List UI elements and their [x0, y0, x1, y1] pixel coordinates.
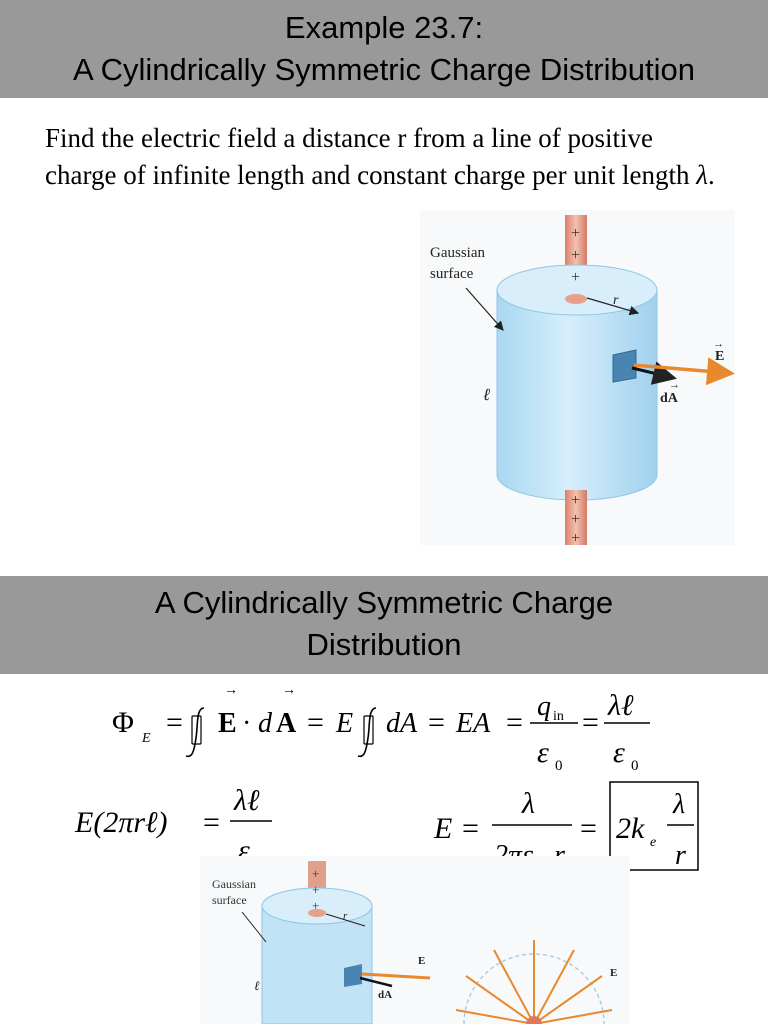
label-surface: surface [430, 266, 474, 282]
plus-sign: + [312, 898, 319, 913]
plus-sign: + [571, 492, 580, 509]
flux-equation: Φ E = E → · d A → = E dA = EA = [112, 683, 650, 774]
denominator-r: r [675, 840, 686, 871]
plus-sign: + [571, 247, 580, 264]
gaussian-cylinder-figure-small: + + + r Gaussian surface ℓ E dA [200, 856, 630, 1024]
gaussian-cylinder-figure: + + + + + + r Gaussian surface ℓ E → dA … [420, 210, 735, 545]
equals: = [580, 812, 597, 845]
dA-term: dA [386, 708, 418, 739]
gauss-law-equation: E(2πrℓ) = λℓ ε 0 [74, 784, 272, 872]
problem-end: . [708, 160, 715, 190]
denominator-r: r [554, 840, 565, 871]
charge-rod-bottom [565, 490, 587, 545]
equals: = [462, 812, 479, 845]
problem-text: Find the electric field a distance r fro… [45, 123, 690, 190]
label-E: E [715, 349, 724, 364]
label-dA: dA [378, 989, 392, 1001]
rod-cross-section [565, 294, 587, 304]
E-italic: E [335, 708, 353, 739]
rod-cross-section [308, 909, 326, 917]
slide-title-bar: A Cylindrically Symmetric Charge Distrib… [0, 576, 768, 674]
gaussian-cylinder-top [496, 264, 658, 316]
slide-title-line-2: Distribution [306, 627, 462, 662]
epsilon: ε [613, 736, 625, 769]
label-length: ℓ [254, 978, 260, 993]
lambda-l: λℓ [233, 784, 260, 817]
epsilon-subscript: 0 [631, 758, 639, 774]
gaussian-cylinder-body [496, 289, 658, 501]
q-subscript: in [553, 709, 564, 724]
slide-title-line-1: A Cylindrically Symmetric Charge [154, 585, 614, 620]
label-gaussian: Gaussian [430, 245, 485, 261]
radial-field-diagram [455, 940, 613, 1024]
label-length: ℓ [483, 385, 490, 404]
label-gaussian: Gaussian [212, 877, 256, 891]
label-dA: dA [660, 391, 679, 406]
lambda-l: λℓ [607, 689, 634, 722]
equations: Φ E = E → · d A → = E dA = EA = [74, 683, 699, 1024]
epsilon-subscript: 0 [555, 758, 563, 774]
d-symbol: d [258, 708, 273, 739]
E-italic: E [433, 812, 452, 845]
equals: = [506, 706, 523, 739]
lambda: λ [521, 787, 535, 820]
plus-sign: + [312, 882, 319, 897]
vector-arrow: → [282, 683, 296, 698]
radius-arrow [586, 297, 640, 316]
plus-sign: + [571, 511, 580, 528]
gaussian-pointer [241, 911, 267, 943]
result-box [609, 781, 699, 871]
closed-integral-symbol [357, 707, 377, 758]
phi-symbol: Φ [112, 706, 134, 739]
label-surface: surface [212, 893, 247, 907]
dA-vector [359, 976, 393, 988]
EA-term: EA [455, 708, 491, 739]
slide-title-line-1: Example 23.7: [284, 10, 484, 45]
A-vector-bold: A [276, 708, 297, 739]
label-r: r [613, 293, 619, 308]
label-E: E [418, 955, 425, 967]
area-element-patch [612, 349, 637, 383]
slide-separator [0, 562, 768, 576]
slide-title-line-2: A Cylindrically Symmetric Charge Distrib… [73, 52, 695, 87]
epsilon: ε [537, 736, 549, 769]
gaussian-cylinder-top [261, 887, 373, 925]
gaussian-pointer [465, 287, 504, 331]
equals: = [582, 706, 599, 739]
dA-vector-arrow: → [669, 379, 680, 391]
label-E: E [610, 967, 617, 979]
q-charge: q [537, 691, 551, 722]
lambda: λ [672, 789, 685, 820]
label-r: r [343, 910, 348, 922]
E-vector-bold: E [218, 708, 237, 739]
equals: = [166, 706, 183, 739]
dot-operator: · [242, 708, 251, 739]
dA-vector [631, 361, 677, 385]
slide-title-bar: Example 23.7: A Cylindrically Symmetric … [0, 0, 768, 98]
vector-arrow: → [224, 683, 238, 698]
equals: = [307, 706, 324, 739]
lhs-E-2pirl: E(2πrℓ) [74, 806, 168, 839]
radius-arrow [325, 913, 366, 927]
k-subscript: e [650, 835, 656, 850]
equals: = [428, 706, 445, 739]
area-element-patch [344, 964, 362, 987]
problem-statement: Find the electric field a distance r fro… [45, 120, 725, 194]
phi-subscript: E [141, 731, 151, 746]
plus-sign: + [571, 269, 580, 286]
line-charge-end [526, 1016, 542, 1024]
E-field-vector [361, 972, 431, 980]
slide-cylindrical-derivation: A Cylindrically Symmetric Charge Distrib… [0, 576, 768, 1024]
closed-integral-symbol [185, 707, 205, 758]
lambda-symbol: λ [696, 160, 708, 190]
plus-sign: + [312, 866, 319, 881]
plus-sign: + [571, 530, 580, 545]
E-vector-arrow: → [713, 338, 724, 350]
E-field-vector [633, 357, 735, 386]
plus-sign: + [571, 225, 580, 242]
coefficient-2k: 2k [616, 812, 645, 845]
slide-example-23-7: Example 23.7: A Cylindrically Symmetric … [0, 0, 768, 545]
equals: = [203, 806, 220, 839]
